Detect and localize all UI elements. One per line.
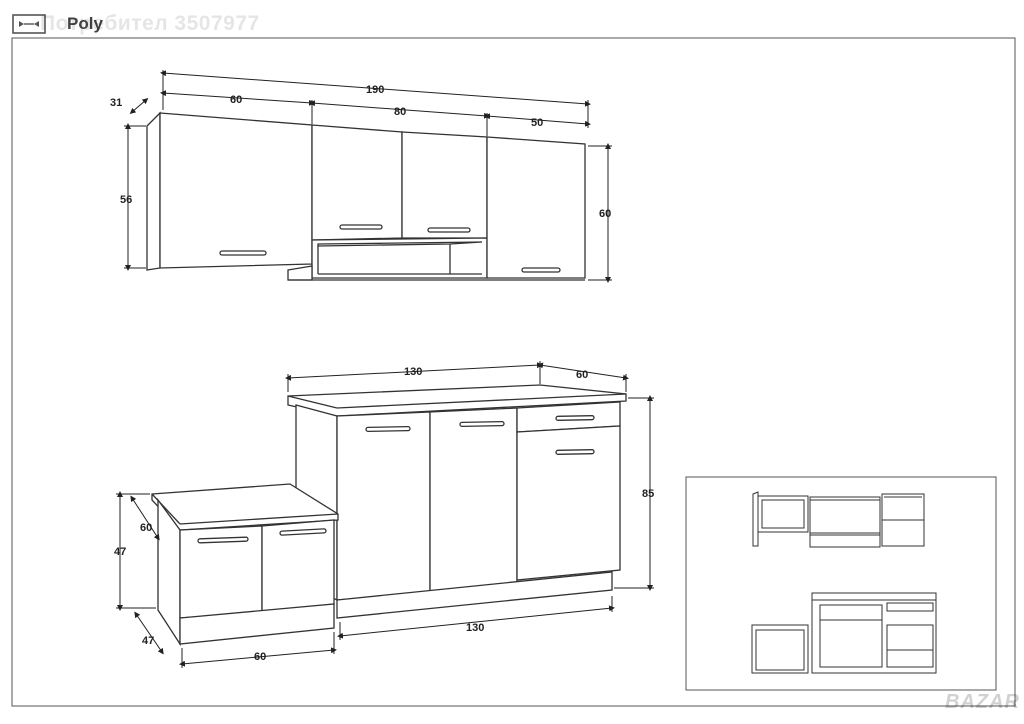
brand-name: Poly <box>67 14 103 33</box>
upper-dimension-labels: 190 31 60 80 50 56 60 <box>110 84 611 220</box>
dim-upper-left-height: 56 <box>120 194 132 206</box>
dim-upper-depth: 31 <box>110 97 122 109</box>
dim-low-height: 47 <box>114 546 126 558</box>
user-watermark: Потребител 3507977 <box>40 12 260 35</box>
dim-low-width: 60 <box>254 651 266 663</box>
dim-low-depth: 60 <box>140 522 152 534</box>
dim-low-plinth-depth: 47 <box>142 635 154 647</box>
dim-tall-height: 85 <box>642 488 654 500</box>
low-base-cabinet <box>151 483 339 647</box>
dim-tall-depth: 60 <box>576 369 588 381</box>
lower-dimension-labels: 130 60 85 130 60 47 47 60 <box>114 366 654 663</box>
dim-tall-base-width: 130 <box>466 622 484 634</box>
dim-upper-middle-width: 80 <box>394 106 406 118</box>
dim-upper-total-width: 190 <box>366 84 384 96</box>
dim-upper-left-width: 60 <box>230 94 242 106</box>
dim-upper-right-height: 60 <box>599 208 611 220</box>
interior-upper <box>752 491 925 548</box>
upper-cabinets <box>146 111 586 281</box>
lower-dimensions <box>116 361 654 668</box>
interior-lower <box>751 592 937 674</box>
dim-upper-right-width: 50 <box>531 117 543 129</box>
dim-tall-width: 130 <box>404 366 422 378</box>
drawing-frame <box>11 37 1016 707</box>
bazar-logo: BAZAR <box>945 691 1020 713</box>
interior-view-inset <box>685 476 997 691</box>
tall-base-cabinet <box>287 384 627 619</box>
upper-dimensions <box>124 70 612 283</box>
brand-header: Poly <box>12 10 312 38</box>
film-frame-icon <box>12 14 46 34</box>
